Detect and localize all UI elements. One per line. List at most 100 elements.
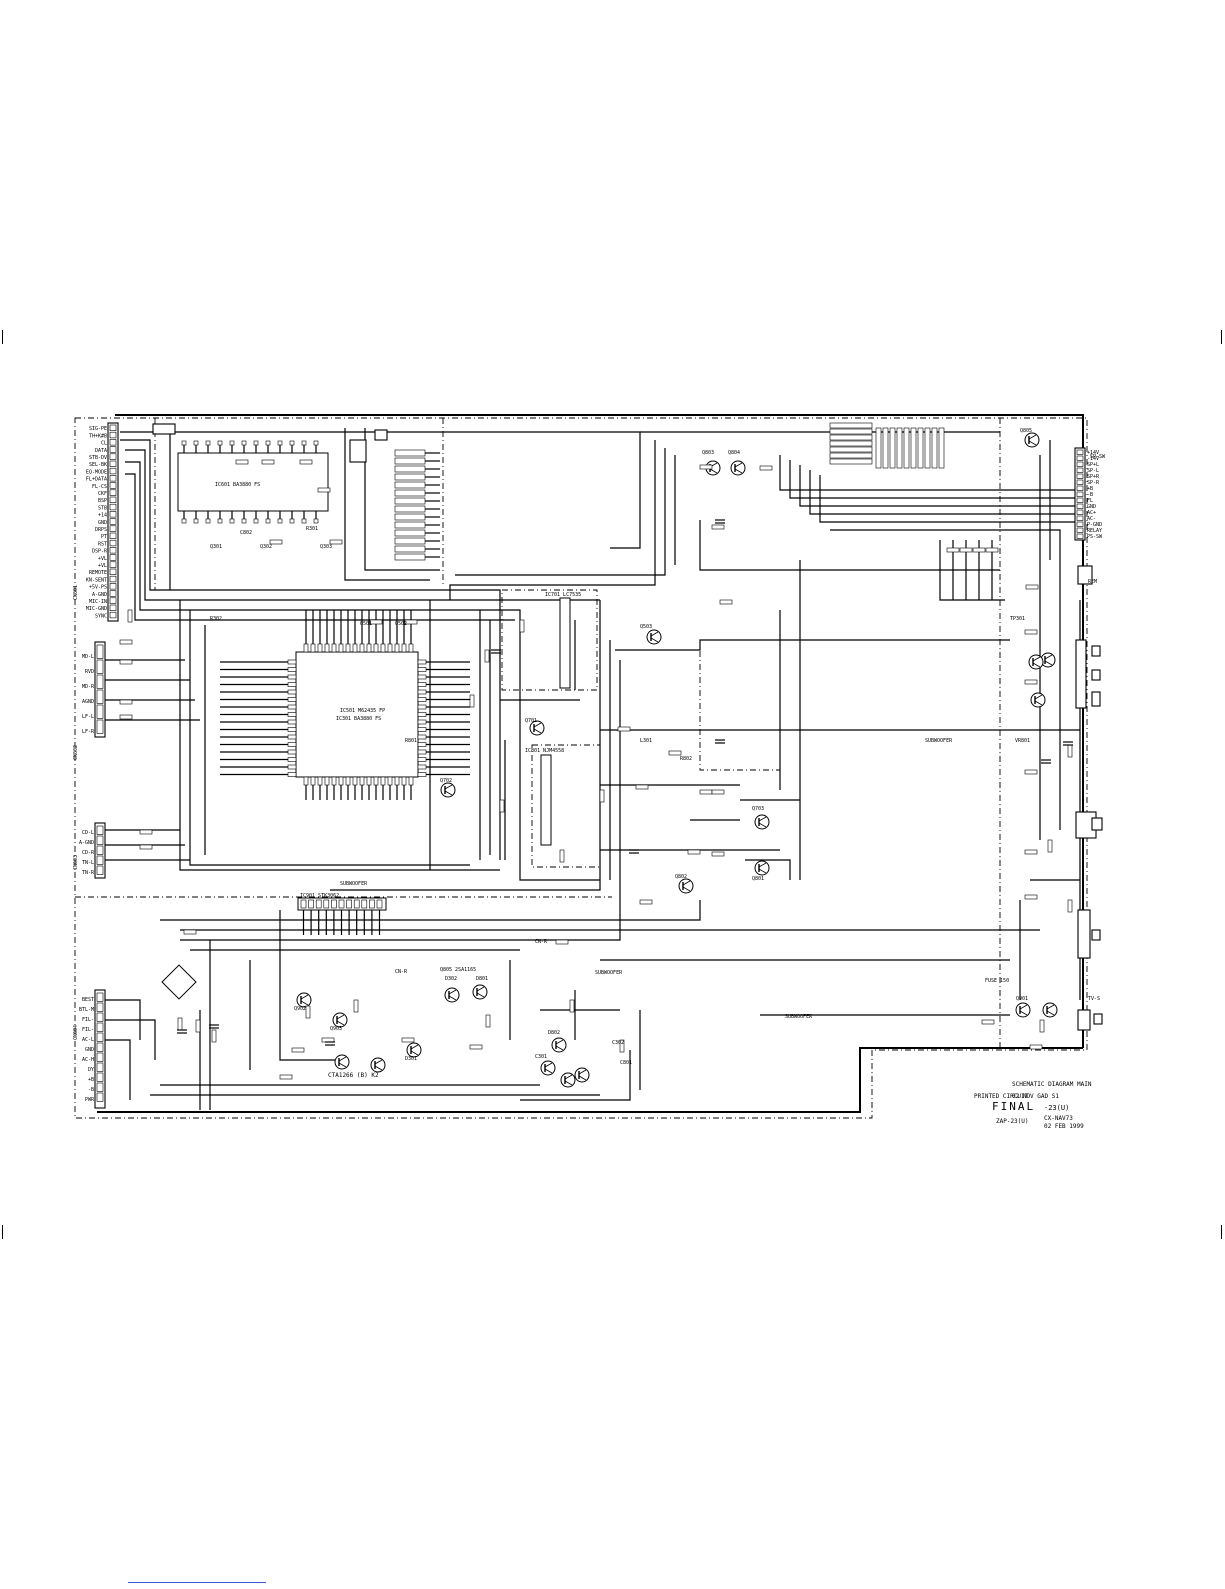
resistor-vertical [195,1019,201,1033]
cn602-body [94,641,106,738]
resistor [699,464,713,470]
part-designator: L301 [640,738,652,744]
ic-pin-pad [217,518,223,524]
connector-pin [109,597,117,604]
ic-pin-pad [229,440,235,446]
ic-pin [417,704,427,710]
transistor-collector [555,1039,564,1045]
ic-pin-pad [313,518,319,524]
resistor-vertical [353,999,359,1013]
ic-pin [287,742,297,747]
ic501-label-2: IC301 BA3880 FS [336,716,381,722]
title-line-2-right: 02 NOV GAD S1 [1012,1093,1059,1100]
ic-pin-pad [205,440,211,446]
resistor [291,1047,305,1053]
part-designator: Q301 [210,544,222,550]
transistor [730,460,746,476]
resistor-vertical [569,999,575,1013]
part-designator: Q803 [702,450,714,456]
transistor-emitter [374,1065,383,1071]
resistor [404,619,418,625]
footer-link-underline[interactable] [128,1582,266,1583]
transistor [1024,432,1040,448]
transistor-emitter [336,1020,345,1026]
resistor-vertical [519,619,525,633]
connector-pin [1076,521,1084,527]
ic-pin [287,764,297,770]
connector-pin [109,518,117,525]
transistor-collector [1046,1004,1055,1010]
cn601-pins: SIG-PETH+K#BCLDATASTB-DVSEL-BKEQ-MODEFL+… [86,424,117,619]
resistor [139,829,153,835]
ic-pin-pad [253,518,259,524]
ic-pin [417,674,427,680]
connector-pin-label: GND [85,1047,94,1053]
connector-pin-label: REMOTE [89,570,107,576]
transistor-collector [578,1069,587,1075]
connector-pin-label: AC-H [82,1057,94,1063]
connector-pin-label: SYNC [95,613,107,619]
resistor [1024,769,1038,775]
ic-pin-pad [229,518,235,524]
bus-label-cn-r-1: CN-R [535,939,548,945]
resistor-vertical [211,1029,217,1043]
signal-tag-vertical [882,427,889,469]
connector-pin-label: FL-CS [92,484,107,490]
connector-pin [1076,533,1084,539]
resistor [269,539,283,545]
title-stamp: FINAL [992,1100,1035,1113]
ic-pin [287,772,297,777]
connector-pin [109,525,117,532]
transistor-emitter [410,1050,419,1056]
ic-pin [303,643,309,653]
connector-pin [96,674,104,689]
transistor-collector [1032,656,1041,662]
ic-pin-pad [193,518,199,524]
ic-pin [287,674,297,680]
connector-pin [96,1032,104,1042]
connector-pin [1076,485,1084,491]
ic-pin [345,776,351,786]
transistor-collector [1044,654,1053,660]
connector-pin [96,845,104,855]
connector-pin [109,561,117,568]
ic-pin [417,689,427,695]
connector-pin [109,424,117,431]
ic-pin-pad [205,518,211,524]
connector-pin-label: DATA [95,448,107,454]
transistor [560,1072,576,1088]
transistor [1015,1002,1031,1018]
title-model: ZAP-23(U) [996,1118,1029,1125]
ic-pin [417,659,427,665]
transistor [444,987,460,1003]
connector-pin-label: A-GND [79,840,94,846]
connector-pin-label: SP-L [1087,468,1099,474]
resistor [299,459,313,465]
resistor-vertical [599,789,605,803]
connector-pin-label: STB [98,505,107,511]
resistor [981,1019,995,1025]
signal-tag-vertical [889,427,896,469]
transistor-emitter [300,1000,309,1006]
ic-pin [417,749,427,755]
resistor [687,849,701,855]
ic-pin [338,643,344,653]
resistor [119,659,133,665]
ic-pin-pad [241,440,247,446]
part-designator: D802 [548,1030,560,1036]
submodule-top-right [501,589,598,691]
transistor-emitter [544,1068,553,1074]
transistor-group [161,432,1058,1088]
transistor-collector [1028,434,1037,440]
resistor [711,851,725,857]
connector-pin [109,554,117,561]
connector-pin [96,659,104,674]
ic-pin [287,727,297,732]
label-box-1 [1091,645,1101,657]
transistor-emitter [533,728,542,734]
bus-label-subwoofer-4: SUBWOOFER [595,970,623,976]
resistor-vertical [485,1014,491,1028]
connector-pin [96,704,104,719]
signal-tag [394,473,426,481]
